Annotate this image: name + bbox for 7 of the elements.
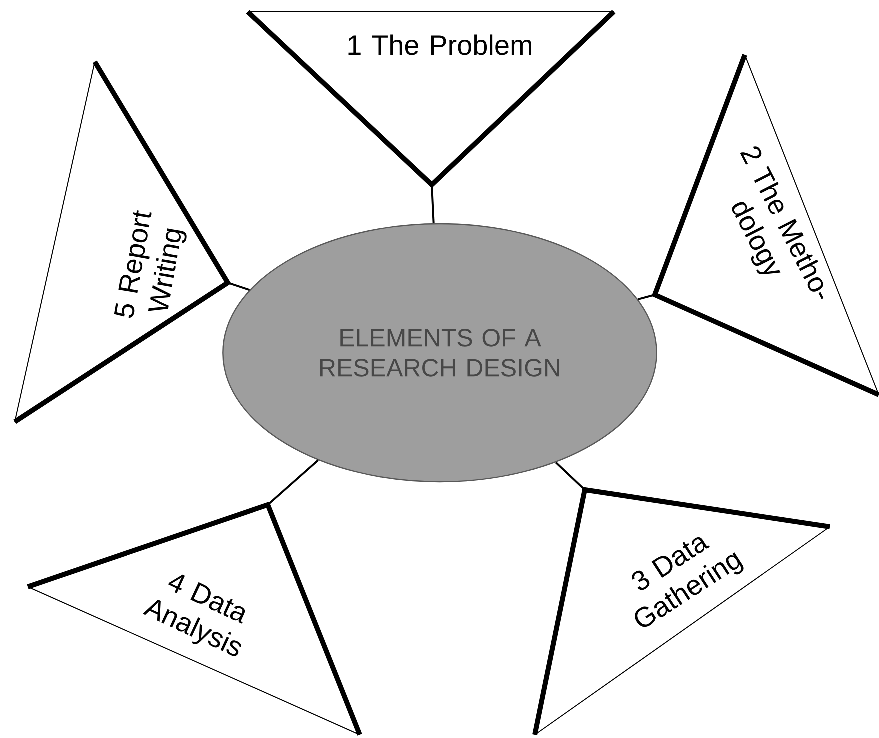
connector-line	[267, 460, 320, 506]
triangle-box: 1 The Problem	[246, 10, 616, 188]
connector-line	[431, 184, 435, 224]
connector-line	[228, 282, 250, 292]
triangle-box: 5 Report Writing	[14, 60, 232, 424]
connector-line	[555, 462, 586, 491]
connector-line	[638, 294, 656, 301]
